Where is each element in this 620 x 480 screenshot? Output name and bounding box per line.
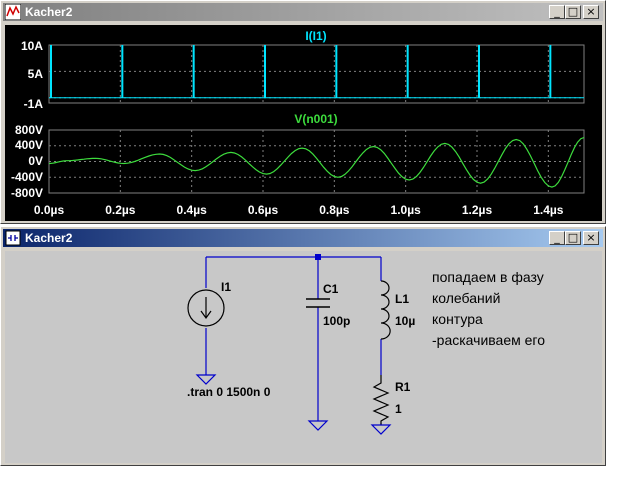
x-tick-label: 0.8µs [319,203,350,217]
i1-label: I1 [221,280,231,294]
plot-svg: I(I1) 10A 5A -1A V(n001) 800V 400V 0V -4… [11,29,585,217]
voltage-ytick-label: 0V [28,154,43,168]
junction-dot [315,254,321,260]
r1-label: R1 [395,380,411,394]
current-source-i1[interactable] [187,289,225,327]
current-ytick-label: 10A [21,39,43,53]
schematic-svg: I1 C1 100p L1 10µ R1 1 .tran 0 1500n 0 [187,254,415,435]
l1-label: L1 [395,292,409,306]
waveform-app-icon [5,4,21,20]
schematic-canvas[interactable]: I1 C1 100p L1 10µ R1 1 .tran 0 1500n 0 [5,251,602,463]
x-tick-label: 0.6µs [248,203,279,217]
current-ytick-label: -1A [24,97,44,111]
current-pane-frame [48,44,585,104]
voltage-ytick-label: -400V [11,170,43,184]
waveform-window: Kacher2 _ □ × I(I1) 10A 5A -1A V(n001) 8… [0,0,606,224]
x-tick-label: 0.2µs [105,203,136,217]
schematic-window-title: Kacher2 [25,231,73,245]
voltage-curve [48,136,585,188]
voltage-grid [49,130,584,193]
r1-value: 1 [395,402,402,416]
note-line: контура [432,311,483,327]
ground-symbol [370,424,392,435]
note-line: колебаний [432,290,501,306]
voltage-ytick-label: -800V [11,186,43,200]
waveform-window-titlebar[interactable]: Kacher2 _ □ × [3,3,603,21]
current-ytick-label: 5A [28,67,44,81]
current-trace-title: I(I1) [305,29,326,43]
voltage-trace-title: V(n001) [294,112,337,126]
x-axis-ticks: 0.0µs 0.2µs 0.4µs 0.6µs 0.8µs 1.0µs 1.2µs 1.4µs [34,203,564,217]
schematic-window: Kacher2 _ □ × I1 [0,226,606,466]
x-tick-label: 0.0µs [34,203,65,217]
c1-value: 100p [323,314,350,328]
schematic-comment[interactable]: попадаем в фазу колебаний контура -раскачив… [432,267,545,351]
close-button[interactable]: × [583,5,599,19]
spice-directive[interactable]: .tran 0 1500n 0 [187,385,271,399]
plot-area[interactable]: I(I1) 10A 5A -1A V(n001) 800V 400V 0V -4… [5,25,602,221]
inductor-l1[interactable] [380,280,391,340]
minimize-button[interactable]: _ [549,231,565,245]
schematic-window-titlebar[interactable]: Kacher2 _ □ × [3,229,603,247]
waveform-window-title: Kacher2 [25,5,73,19]
voltage-ytick-label: 800V [15,123,43,137]
close-button[interactable]: × [583,231,599,245]
ground-symbol [195,374,217,385]
note-line: -раскачиваем его [432,332,545,348]
x-tick-label: 0.4µs [177,203,208,217]
schematic-app-icon [5,230,21,246]
maximize-button[interactable]: □ [565,5,581,19]
resistor-r1[interactable] [372,375,390,425]
c1-label: C1 [323,282,339,296]
x-tick-label: 1.0µs [391,203,422,217]
current-trace [49,45,584,99]
voltage-trace [48,136,585,188]
maximize-button[interactable]: □ [565,231,581,245]
voltage-ytick-label: 400V [15,138,43,152]
current-grid [49,45,584,103]
capacitor-c1[interactable] [306,298,330,308]
minimize-button[interactable]: _ [549,5,565,19]
x-tick-label: 1.2µs [462,203,493,217]
l1-value: 10µ [395,314,415,328]
ground-symbol [307,420,329,431]
x-tick-label: 1.4µs [533,203,564,217]
note-line: попадаем в фазу [432,269,544,285]
